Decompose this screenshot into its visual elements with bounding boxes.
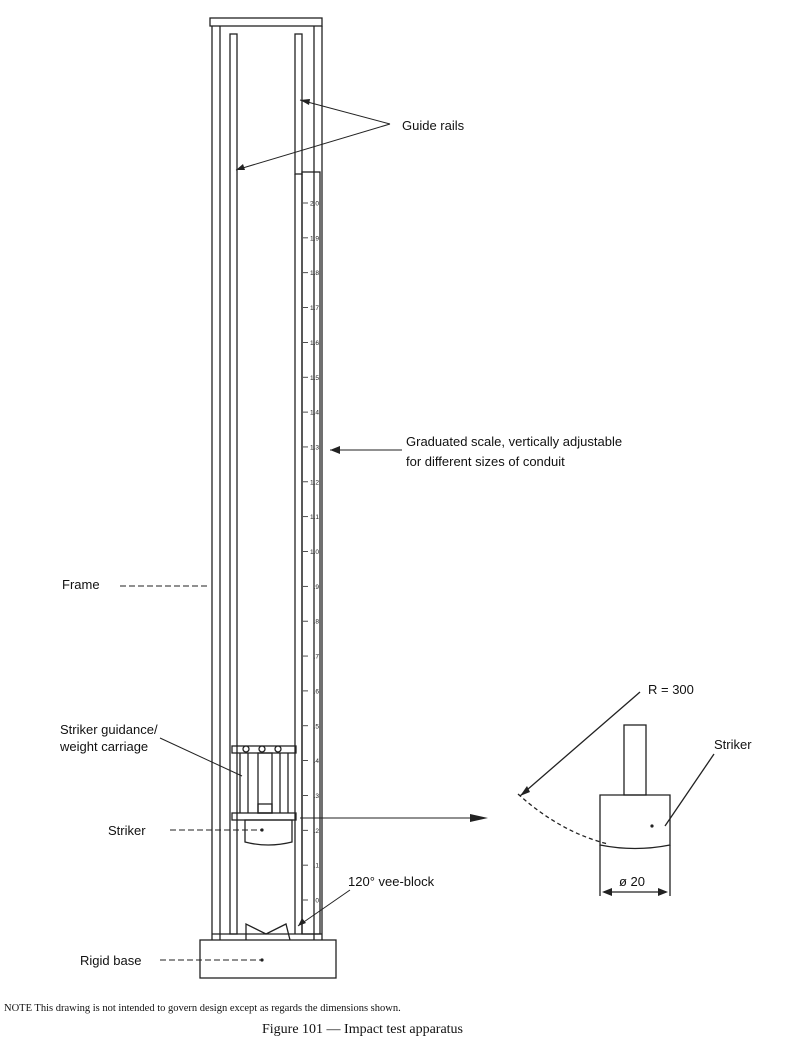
- drawing-note: NOTE This drawing is not intended to gov…: [4, 1003, 401, 1014]
- carriage-leader: [159, 737, 243, 777]
- detail-arrowhead: [470, 814, 488, 822]
- figure-caption: Figure 101 — Impact test apparatus: [262, 1022, 464, 1037]
- frame-top-cap: [209, 17, 323, 27]
- striker-label: Striker: [108, 823, 146, 838]
- striker-guidance-label-line1: Striker guidance/: [60, 722, 158, 737]
- vee-block-leader: [297, 889, 351, 927]
- scale-tick-label: .9: [314, 584, 320, 591]
- striker-guidance-label-line2: weight carriage: [60, 739, 149, 754]
- scale-tick-label: .5: [314, 723, 320, 730]
- guide-rails-leader-1: [299, 99, 391, 125]
- scale-tick-label: .3: [314, 793, 320, 800]
- scale-tick-label: .6: [314, 688, 320, 695]
- guide-rails-label: Guide rails: [402, 118, 465, 133]
- scale-tick-label: .1: [314, 863, 320, 870]
- radius-label: R = 300: [648, 682, 694, 697]
- scale-tick-label: .8: [314, 619, 320, 626]
- scale-tick-label: 2.0: [310, 201, 319, 208]
- vee-block-label: 120° vee-block: [348, 874, 435, 889]
- rigid-base-label: Rigid base: [80, 953, 142, 968]
- scale-tick-label: 1.3: [310, 444, 319, 451]
- scale-ticks: 2.0 1.9 1.8 1.7 1.6 1.5 1.4 1.3 1.2 1.1 1.0 .9 .8 .7.…: [303, 201, 319, 905]
- guide-rails-leader-2: [235, 123, 391, 171]
- striker-carriage: [231, 745, 297, 821]
- scale-tick-label: 1.5: [310, 375, 319, 382]
- striker-detail-label: Striker: [714, 737, 752, 752]
- scale-tick-label: .2: [314, 828, 320, 835]
- scale-tick-label: 1.6: [310, 340, 319, 347]
- striker-body: [244, 819, 293, 846]
- rigid-base: [199, 939, 337, 979]
- graduated-scale-label-line1: Graduated scale, vertically adjustable: [406, 434, 623, 449]
- diameter-label: ø 20: [619, 874, 646, 889]
- frame-label: Frame: [62, 577, 100, 592]
- scale-tick-label: 1.0: [310, 549, 319, 556]
- scale-tick-label: 1.1: [310, 514, 319, 521]
- vee-block: [245, 922, 291, 941]
- scale-tick-label: 1.2: [310, 479, 319, 486]
- graduated-scale-label-line2: for different sizes of conduit: [406, 454, 565, 469]
- scale-tick-label: .4: [314, 758, 320, 765]
- scale-tick-label: 1.7: [310, 305, 319, 312]
- scale-tick-label: .7: [314, 654, 320, 661]
- scale-tick-label: 0: [315, 898, 319, 905]
- frame: [211, 26, 323, 940]
- scale-tick-label: 1.8: [310, 270, 319, 277]
- striker-detail: [517, 691, 715, 896]
- scale-tick-label: 1.9: [310, 235, 319, 242]
- scale-tick-label: 1.4: [310, 410, 319, 417]
